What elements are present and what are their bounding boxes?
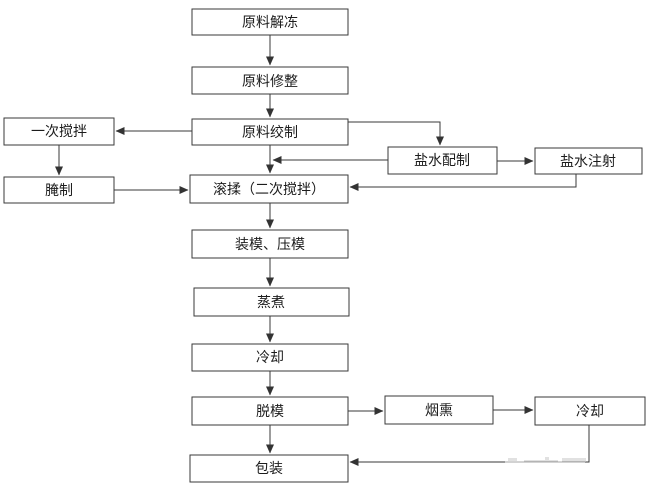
edges-layer bbox=[55, 35, 590, 466]
node-steam: 蒸煮 bbox=[193, 287, 350, 317]
node-thaw-label: 原料解冻 bbox=[242, 14, 298, 30]
node-brine-prep-label: 盐水配制 bbox=[414, 152, 470, 168]
node-smoke-label: 烟熏 bbox=[425, 402, 453, 418]
node-trim-box bbox=[191, 66, 349, 95]
watermark-smudge bbox=[505, 457, 586, 464]
edge-cool2-to-pack bbox=[349, 425, 590, 466]
node-demold: 脱模 bbox=[191, 396, 349, 426]
node-pack-box bbox=[189, 454, 349, 483]
node-demold-label: 脱模 bbox=[256, 403, 284, 419]
node-cure: 腌制 bbox=[3, 176, 115, 204]
node-smoke: 烟熏 bbox=[384, 395, 494, 425]
node-thaw-box bbox=[191, 8, 349, 36]
node-steam-label: 蒸煮 bbox=[257, 294, 285, 310]
node-cool-2: 冷却 bbox=[534, 396, 646, 426]
node-mold-press: 装模、压模 bbox=[191, 229, 349, 259]
node-cool-2-label: 冷却 bbox=[576, 403, 604, 419]
node-cool-1-box bbox=[191, 343, 349, 372]
node-cool-2-box bbox=[534, 396, 646, 426]
node-cool-1-label: 冷却 bbox=[256, 349, 284, 365]
node-brine-inject: 盐水注射 bbox=[534, 147, 643, 175]
node-first-mix-box bbox=[3, 117, 115, 146]
node-trim-label: 原料修整 bbox=[242, 73, 298, 89]
node-pack-label: 包装 bbox=[255, 460, 283, 476]
node-trim: 原料修整 bbox=[191, 66, 349, 95]
node-mold-press-box bbox=[191, 229, 349, 259]
node-mold-press-label: 装模、压模 bbox=[235, 236, 305, 252]
node-demold-box bbox=[191, 396, 349, 426]
node-first-mix: 一次搅拌 bbox=[3, 117, 115, 146]
node-brine-inject-box bbox=[534, 147, 643, 175]
node-cure-label: 腌制 bbox=[45, 182, 73, 198]
edge-grind-to-brine-prep bbox=[348, 121, 444, 146]
node-cool-1: 冷却 bbox=[191, 343, 349, 372]
node-cure-box bbox=[3, 176, 115, 204]
node-grind: 原料绞制 bbox=[191, 118, 349, 146]
nodes-layer: 原料解冻 原料修整 原料绞制 一次搅拌 腌制 滚揉（二次搅拌） 装模、压模 bbox=[3, 8, 646, 483]
node-brine-inject-label: 盐水注射 bbox=[560, 153, 616, 169]
node-tumble-box bbox=[189, 174, 349, 204]
node-tumble-label: 滚揉（二次搅拌） bbox=[213, 181, 325, 197]
node-steam-box bbox=[193, 287, 350, 317]
node-thaw: 原料解冻 bbox=[191, 8, 349, 36]
edge-brine-inject-to-tumble bbox=[349, 174, 577, 191]
node-grind-box bbox=[191, 118, 349, 146]
node-smoke-box bbox=[384, 395, 494, 425]
node-pack: 包装 bbox=[189, 454, 349, 483]
node-brine-prep: 盐水配制 bbox=[387, 146, 498, 175]
node-grind-label: 原料绞制 bbox=[242, 124, 298, 140]
node-brine-prep-box bbox=[387, 146, 498, 175]
node-tumble: 滚揉（二次搅拌） bbox=[189, 174, 349, 204]
node-first-mix-label: 一次搅拌 bbox=[31, 123, 87, 139]
